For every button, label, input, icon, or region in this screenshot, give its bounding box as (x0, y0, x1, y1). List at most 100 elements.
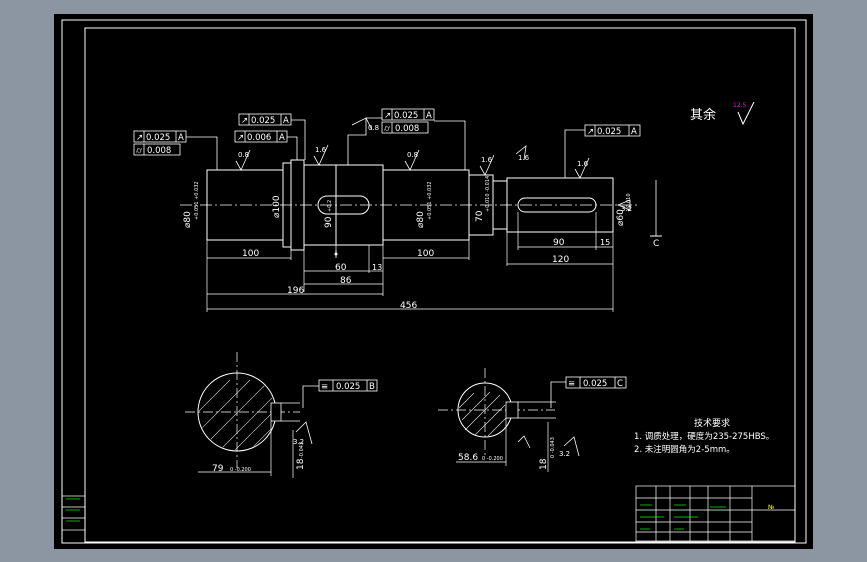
roughness-symbol-icon (737, 101, 755, 126)
datum-c-triangle-icon (616, 199, 631, 211)
gdt-frame-runout-right (584, 124, 641, 137)
runout-right-value: 0.025 (597, 127, 621, 137)
gdt-frame-cyl-left (133, 143, 181, 156)
shaft-main-view (206, 159, 614, 251)
cyl-center-value: 0.008 (395, 124, 419, 134)
runout-mid2-value: 0.006 (247, 133, 271, 143)
roughness-value-6: 0.8 (368, 124, 379, 132)
section-1-slot: 18 (296, 458, 306, 470)
technical-requirements: 技术要求 1. 调质处理，硬度为235-275HBS。 2. 未注明圆角为2-5… (634, 417, 774, 455)
gdt-frame-sym-c (565, 376, 627, 389)
roughness-icon-9 (563, 436, 580, 457)
runout-mid2-datum: A (279, 133, 285, 143)
roughness-icon-2 (313, 144, 329, 166)
dia-60-tol: +0.010 (626, 193, 632, 212)
roughness-value-1: 0.8 (238, 151, 249, 159)
general-roughness-value: 12.5 (733, 102, 747, 109)
section-2-slot-tol: 0 -0.043 (550, 437, 556, 458)
runout-center-datum: A (426, 111, 432, 121)
roughness-icon-10 (517, 435, 531, 449)
runout-center-symbol-icon: ↗ (384, 111, 391, 121)
roughness-value-2: 1.6 (315, 146, 327, 154)
dia-90-tol: +0.2 (327, 200, 333, 212)
title-block-code: № (768, 504, 774, 511)
drawing-sheet (54, 14, 813, 549)
section-1-keyway (270, 402, 282, 422)
section-1-width-tol: 0 -0.200 (230, 467, 251, 473)
runout-mid-datum: A (283, 116, 289, 126)
dim-100-left: 100 (242, 249, 259, 259)
roughness-value-4: 1.6 (481, 156, 493, 164)
dia-80-mid: ⌀80 (416, 211, 426, 228)
side-strip (61, 495, 86, 531)
dia-80-left: ⌀80 (183, 211, 193, 228)
gdt-frame-sym-b (318, 379, 378, 392)
section-2-width-tol: 0 -0.200 (482, 456, 503, 462)
roughness-icon-6 (351, 117, 373, 131)
section-2-width: 58.6 (458, 453, 478, 463)
dim-60: 60 (335, 263, 347, 273)
dim-196: 196 (287, 286, 304, 296)
dim-13: 13 (372, 263, 382, 272)
dia-90: 90 (324, 216, 334, 228)
roughness-value-7: 1.6 (518, 154, 530, 162)
section-view-2: 58.6 0 -0.200 18 0 -0.043 (438, 368, 556, 472)
dim-120: 120 (552, 255, 569, 265)
datum-b-marker (334, 250, 338, 258)
dim-15: 15 (600, 238, 610, 247)
runout-right-datum: A (631, 127, 637, 137)
gdt-frame-cyl-center (381, 121, 429, 134)
cyl-left-symbol-icon: ⌭ (136, 146, 143, 156)
title-block (635, 485, 796, 542)
sym-b-symbol-icon: ≡ (321, 382, 328, 392)
general-roughness-note: 其余 12.5 (690, 101, 755, 126)
dia-70-tol: +0.010 -0.014 (485, 176, 491, 212)
roughness-icon-1 (235, 149, 251, 171)
gdt-frame-runout-left (133, 130, 187, 143)
dia-70: 70 (475, 210, 485, 222)
tech-req-line-1: 1. 调质处理，硬度为235-275HBS。 (634, 431, 774, 442)
runout-mid-value: 0.025 (251, 116, 275, 126)
dim-86: 86 (340, 276, 352, 286)
gdt-values: ↗ 0.025 A ⌭ 0.008 ↗ 0.025 A ↗ 0.006 A ↗ … (136, 111, 637, 392)
sym-b-value: 0.025 (336, 382, 360, 392)
cyl-center-symbol-icon: ⌭ (384, 124, 391, 134)
cyl-left-value: 0.008 (147, 146, 171, 156)
title-block-frame (635, 485, 796, 542)
dia-80-mid-tol: +0.051 +0.032 (427, 181, 433, 220)
runout-center-value: 0.025 (394, 111, 418, 121)
dia-100: ⌀100 (272, 195, 282, 218)
shaft-segment-7 (506, 177, 614, 233)
roughness-icon-5 (574, 157, 590, 179)
roughness-icon-7 (515, 145, 527, 161)
tech-req-title: 技术要求 (694, 417, 730, 429)
datum-c-label: C (653, 239, 659, 249)
roughness-value-3: 0.8 (407, 151, 418, 159)
diameter-labels: ⌀80 +0.051 +0.032 ⌀100 90 +0.2 ⌀80 +0.05… (183, 176, 632, 228)
section-view-1: 79 0 -0.200 18 -0.043 (185, 352, 306, 478)
roughness-marks (235, 117, 590, 457)
roughness-icon-8 (295, 421, 313, 445)
gdt-frame-runout-mid2 (234, 130, 288, 143)
keyway-left (317, 195, 370, 215)
sym-b-datum: B (369, 382, 375, 392)
gdt-frame-runout-center (381, 108, 435, 121)
dia-80-left-tol: +0.051 +0.032 (194, 181, 200, 220)
gdt-frame-runout-mid (238, 113, 292, 126)
roughness-icon-4 (479, 154, 495, 176)
dimension-lines (206, 212, 614, 312)
section-2-keyway (505, 401, 519, 419)
roughness-value-10: 3.2 (621, 205, 632, 213)
section-1-slot-tol: -0.043 (299, 442, 305, 458)
tech-req-line-2: 2. 未注明圆角为2-5mm。 (634, 444, 735, 455)
roughness-value-8: 3.2 (293, 438, 304, 446)
outer-border (61, 19, 807, 544)
runout-left-value: 0.025 (146, 133, 170, 143)
general-note-label: 其余 (690, 107, 716, 123)
sym-c-symbol-icon: ≡ (568, 379, 575, 389)
roughness-icon-3 (404, 149, 420, 171)
runout-left-datum: A (178, 133, 184, 143)
sym-c-value: 0.025 (583, 379, 607, 389)
runout-right-symbol-icon: ↗ (587, 127, 594, 137)
